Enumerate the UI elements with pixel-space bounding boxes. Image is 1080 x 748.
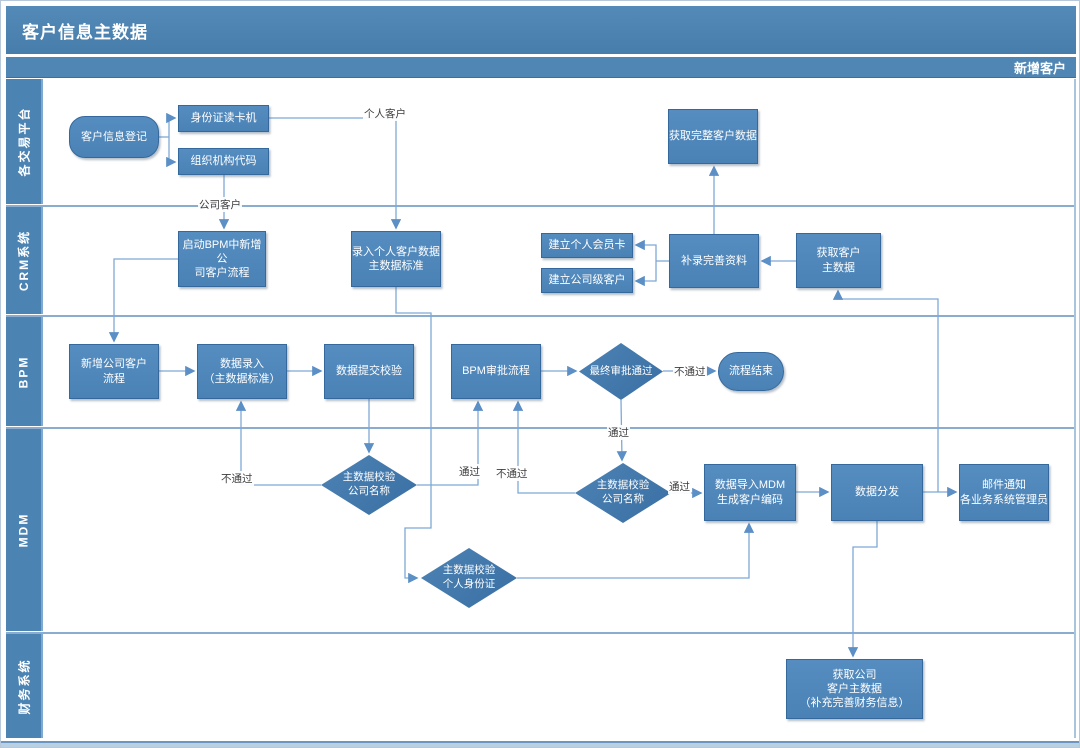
node-data-submit-check: 数据提交校验 bbox=[324, 344, 414, 399]
node-create-member-card: 建立个人会员卡 bbox=[541, 233, 633, 258]
diagram-right-border bbox=[1074, 79, 1076, 738]
edge-label-check1-reject: 不通过 bbox=[220, 471, 254, 486]
edge-label-personal-customer: 个人客户 bbox=[363, 106, 407, 121]
lane-label-trade-platforms: 各交易平台 bbox=[6, 79, 43, 204]
lane-label-crm-system: CRM系统 bbox=[6, 207, 43, 314]
phase-label: 新增客户 bbox=[6, 57, 1076, 78]
node-data-entry: 数据录入 （主数据标准） bbox=[197, 344, 287, 399]
bottom-border-bar bbox=[1, 741, 1079, 747]
edge-checkpid-to-import bbox=[517, 522, 755, 579]
lane-label-finance-system: 财务系统 bbox=[6, 634, 43, 738]
node-process-end: 流程结束 bbox=[718, 352, 784, 391]
edge-register-to-idreader bbox=[166, 112, 177, 137]
edge-idreader-to-input bbox=[269, 117, 402, 230]
node-org-code: 组织机构代码 bbox=[178, 148, 269, 175]
edge-label-check2-pass: 通过 bbox=[668, 479, 691, 494]
edge-label-check1-pass: 通过 bbox=[458, 464, 481, 479]
edge-label-final-reject: 不通过 bbox=[673, 364, 707, 379]
edge-label-check2-reject: 不通过 bbox=[495, 466, 529, 481]
node-import-mdm-gen-code: 数据导入MDM 生成客户编码 bbox=[704, 464, 796, 521]
edge-distribute-to-finance bbox=[847, 521, 878, 658]
edge-input-to-checkpid bbox=[395, 287, 432, 584]
node-mail-notify-admins: 邮件通知 各业务系统管理员 bbox=[959, 464, 1049, 521]
node-finance-get-company-data: 获取公司 客户主数据 （补充完善财务信息） bbox=[786, 659, 923, 719]
node-new-company-flow: 新增公司客户 流程 bbox=[69, 344, 159, 399]
node-get-full-customer-data: 获取完整客户数据 bbox=[668, 109, 758, 164]
edge-branch-to-getmaster bbox=[832, 289, 939, 492]
edge-check1-pass-to-approval bbox=[417, 400, 484, 486]
edge-startbpm-to-newcompflow bbox=[108, 258, 178, 343]
node-customer-info-register: 客户信息登记 bbox=[69, 116, 159, 158]
edge-register-to-orgcode bbox=[166, 137, 177, 168]
node-input-personal-data: 录入个人客户数据 主数据标准 bbox=[351, 231, 441, 287]
edge-check2-reject-loop bbox=[512, 400, 575, 494]
edge-supplement-to-membercard bbox=[634, 239, 657, 261]
node-supplement-data: 补录完善资料 bbox=[669, 234, 759, 288]
node-get-customer-master: 获取客户 主数据 bbox=[796, 233, 881, 288]
lane-label-mdm: MDM bbox=[6, 429, 43, 631]
node-create-company-customer: 建立公司级客户 bbox=[541, 268, 633, 293]
page-title: 客户信息主数据 bbox=[6, 6, 1076, 54]
edge-label-company-customer: 公司客户 bbox=[198, 197, 242, 212]
node-start-bpm-company-flow: 启动BPM中新增公 司客户流程 bbox=[178, 231, 266, 287]
node-id-card-reader: 身份证读卡机 bbox=[178, 105, 269, 132]
lane-label-bpm: BPM bbox=[6, 317, 43, 426]
node-bpm-approval-flow: BPM审批流程 bbox=[451, 344, 541, 399]
lane-separator bbox=[6, 427, 1076, 429]
lane-separator bbox=[6, 632, 1076, 634]
lane-separator bbox=[6, 315, 1076, 317]
node-data-distribute: 数据分发 bbox=[831, 464, 923, 521]
lane-separator bbox=[6, 205, 1076, 207]
edge-supplement-to-companycust bbox=[634, 261, 657, 287]
edge-label-final-pass: 通过 bbox=[607, 425, 630, 440]
